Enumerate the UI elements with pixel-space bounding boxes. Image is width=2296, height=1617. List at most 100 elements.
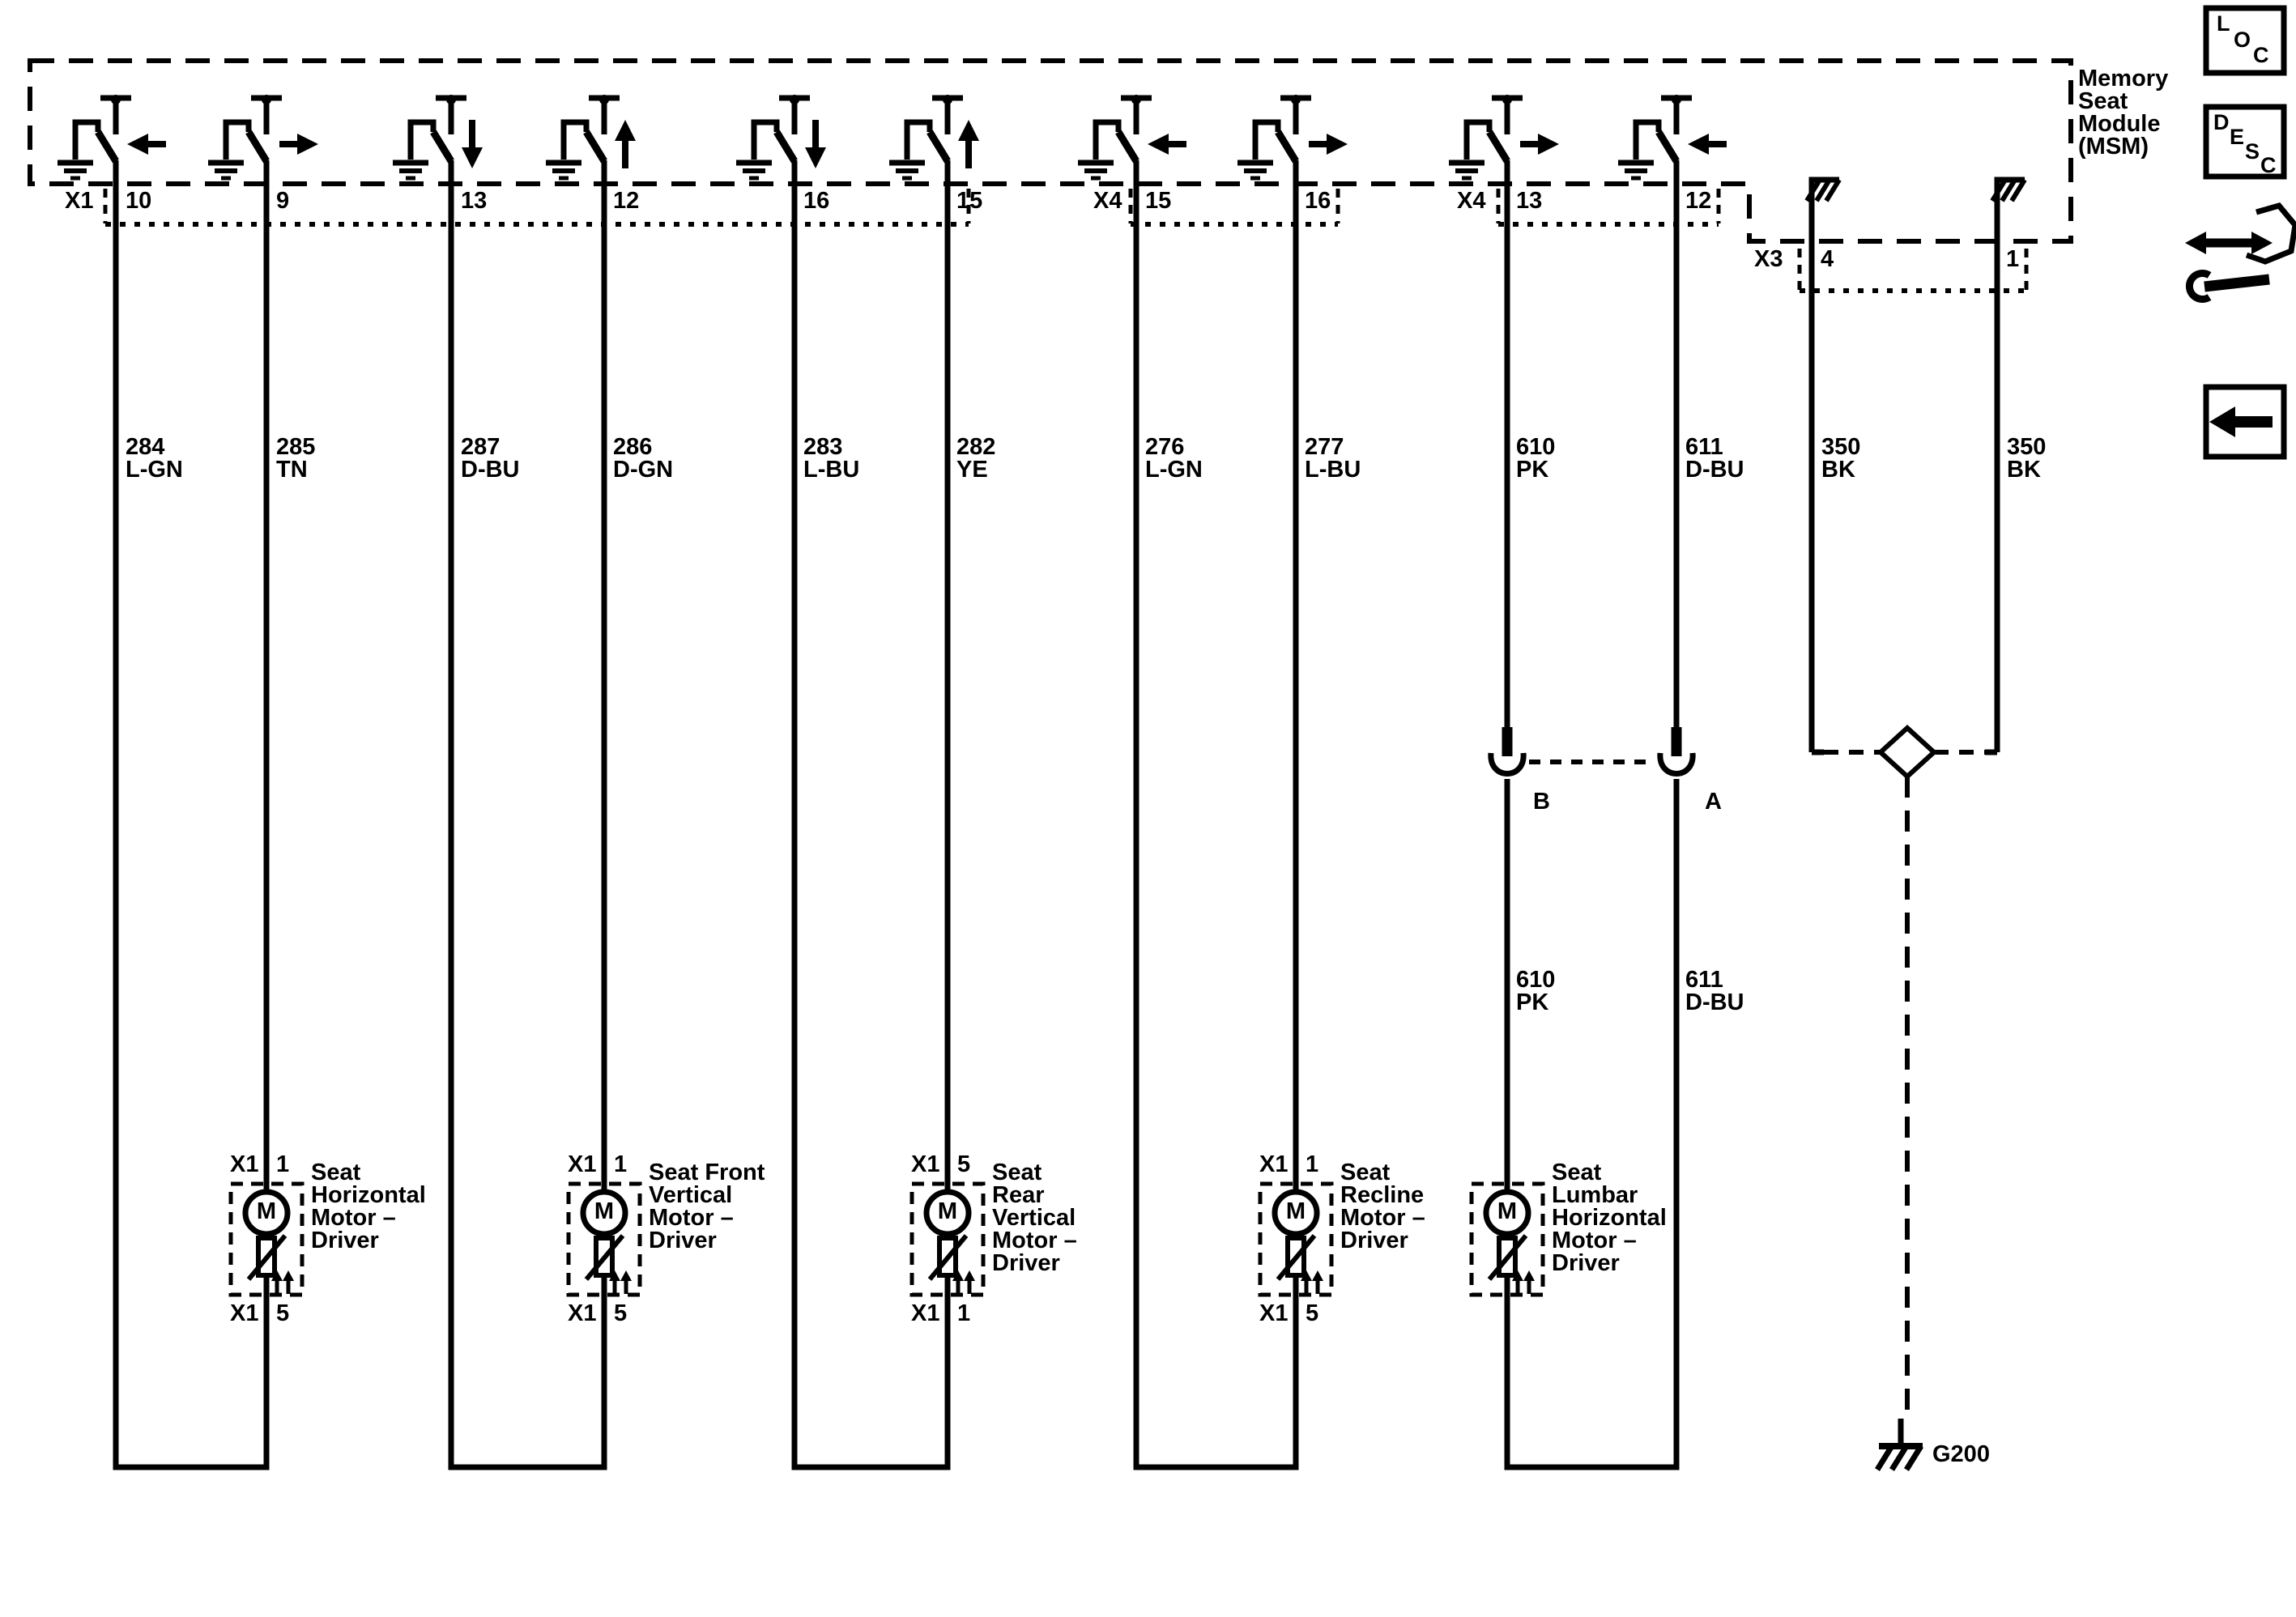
wire-label: 285 <box>276 434 316 460</box>
wire-label: 350 <box>2007 434 2047 460</box>
connector-x4-label: X4 <box>1457 188 1486 214</box>
inline-terminal-b-label: B <box>1533 789 1550 815</box>
wire-350-bk-right <box>1994 177 2025 752</box>
desc-icon: D <box>2213 110 2230 134</box>
motor-pin: 5 <box>276 1300 290 1326</box>
motor-name: Seat Rear Vertical Motor – Driver <box>992 1160 1077 1276</box>
motor-name: Seat Recline Motor – Driver <box>1340 1160 1425 1253</box>
motor-m-glyph: M <box>1497 1198 1518 1225</box>
wire-label: 611 <box>1685 434 1723 460</box>
motor-pin-conn: X1 <box>1259 1300 1289 1326</box>
motor-pin: 1 <box>957 1300 971 1326</box>
motor-pin-conn: X1 <box>1259 1151 1289 1177</box>
wire-label: 350 <box>1821 434 1861 460</box>
wire-color: PK <box>1516 989 1549 1015</box>
wire-label: 284 <box>126 434 165 460</box>
wire-color: BK <box>1821 457 1855 483</box>
wire-color: D-GN <box>613 457 674 483</box>
wire-loop-seat-horizontal <box>113 160 270 1470</box>
connector-x4-label: X4 <box>1093 188 1122 214</box>
desc-button-box[interactable] <box>2203 104 2287 180</box>
desc-icon: C <box>2260 153 2277 177</box>
motor-pin: 1 <box>276 1151 290 1177</box>
motor-name: Seat Lumbar Horizontal Motor – Driver <box>1552 1160 1667 1276</box>
wire-color: L-GN <box>1145 457 1203 483</box>
motor-name: Seat Front Vertical Motor – Driver <box>649 1160 765 1253</box>
back-arrow-icon <box>2209 406 2235 437</box>
motor-m-glyph: M <box>256 1198 277 1225</box>
motor-name: Seat Horizontal Motor – Driver <box>311 1160 426 1253</box>
wire-color: L-GN <box>126 457 183 483</box>
pin-label: 13 <box>461 188 488 214</box>
wire-label: 287 <box>461 434 501 460</box>
wire-color: BK <box>2007 457 2041 483</box>
wire-label: 283 <box>803 434 843 460</box>
module-title: Memory Seat Module (MSM) <box>2078 66 2169 160</box>
wire-runs <box>113 160 2025 1470</box>
wire-loop-seat-recline <box>1133 160 1299 1470</box>
motor-pin-conn: X1 <box>911 1151 940 1177</box>
splice-diamond-icon <box>1876 724 1938 781</box>
wire-color: D-BU <box>1685 457 1744 483</box>
motor-pin: 5 <box>1306 1300 1319 1326</box>
splice-and-ground <box>1824 724 1985 1471</box>
ground-g200-label: G200 <box>1932 1441 1990 1467</box>
pin-label: 12 <box>613 188 640 214</box>
wire-label: 276 <box>1145 434 1185 460</box>
loc-icon: O <box>2234 28 2251 52</box>
motor-pin-conn: X1 <box>230 1300 259 1326</box>
pin-label: 16 <box>803 188 830 214</box>
connector-separators <box>103 189 2029 290</box>
wire-color: TN <box>276 457 308 483</box>
motor-pin-conn: X1 <box>568 1151 597 1177</box>
motor-m-glyph: M <box>937 1198 958 1225</box>
pin-label: 16 <box>1305 188 1331 214</box>
back-button[interactable] <box>2203 384 2287 460</box>
wire-label: 610 <box>1516 967 1556 993</box>
loc-button-box[interactable] <box>2203 5 2287 76</box>
motor-m-glyph: M <box>1285 1198 1306 1225</box>
desc-icon: E <box>2230 125 2245 149</box>
pin-label: 15 <box>1145 188 1172 214</box>
wire-color: PK <box>1516 457 1549 483</box>
motor-pin: 5 <box>614 1300 628 1326</box>
connector-x1-label: X1 <box>65 188 94 214</box>
loc-icon: C <box>2253 43 2269 67</box>
wire-label: 610 <box>1516 434 1556 460</box>
motor-pin-conn: X1 <box>230 1151 259 1177</box>
inline-terminal-a-label: A <box>1705 789 1722 815</box>
desc-icon: S <box>2245 139 2260 164</box>
motor-m-glyph: M <box>594 1198 615 1225</box>
wire-color: L-BU <box>803 457 860 483</box>
connector-brackets <box>105 222 2026 293</box>
motor-pin-conn: X1 <box>568 1300 597 1326</box>
inline-connector-b-icon <box>1491 727 1523 774</box>
wire-label: 286 <box>613 434 653 460</box>
pin-label: 15 <box>956 188 983 214</box>
wire-loop-seat-front-vertical <box>448 160 607 1470</box>
motor-pin: 1 <box>1306 1151 1319 1177</box>
pin-label: 12 <box>1685 188 1712 214</box>
wire-color: D-BU <box>461 457 520 483</box>
pin-label: 1 <box>2006 246 2020 272</box>
wire-label: 282 <box>956 434 996 460</box>
wire-color: YE <box>956 457 988 483</box>
wire-color: D-BU <box>1685 989 1744 1015</box>
pin-label: 13 <box>1516 188 1543 214</box>
pin-label: 9 <box>276 188 290 214</box>
motor-pin: 1 <box>614 1151 628 1177</box>
wire-color: L-BU <box>1305 457 1361 483</box>
loc-icon: L <box>2217 11 2230 36</box>
wire-loop-seat-rear-vertical <box>791 160 951 1470</box>
motor-pin-conn: X1 <box>911 1300 940 1326</box>
pin-label: 10 <box>126 188 152 214</box>
switch-row <box>58 95 1727 178</box>
memory-seat-module-outline <box>28 58 2073 244</box>
connector-view-icon[interactable] <box>2185 202 2296 303</box>
wire-label: 277 <box>1305 434 1344 460</box>
wrench-icon <box>2204 274 2270 292</box>
wire-350-bk-left <box>1808 177 1839 752</box>
wire-label: 611 <box>1685 967 1723 993</box>
